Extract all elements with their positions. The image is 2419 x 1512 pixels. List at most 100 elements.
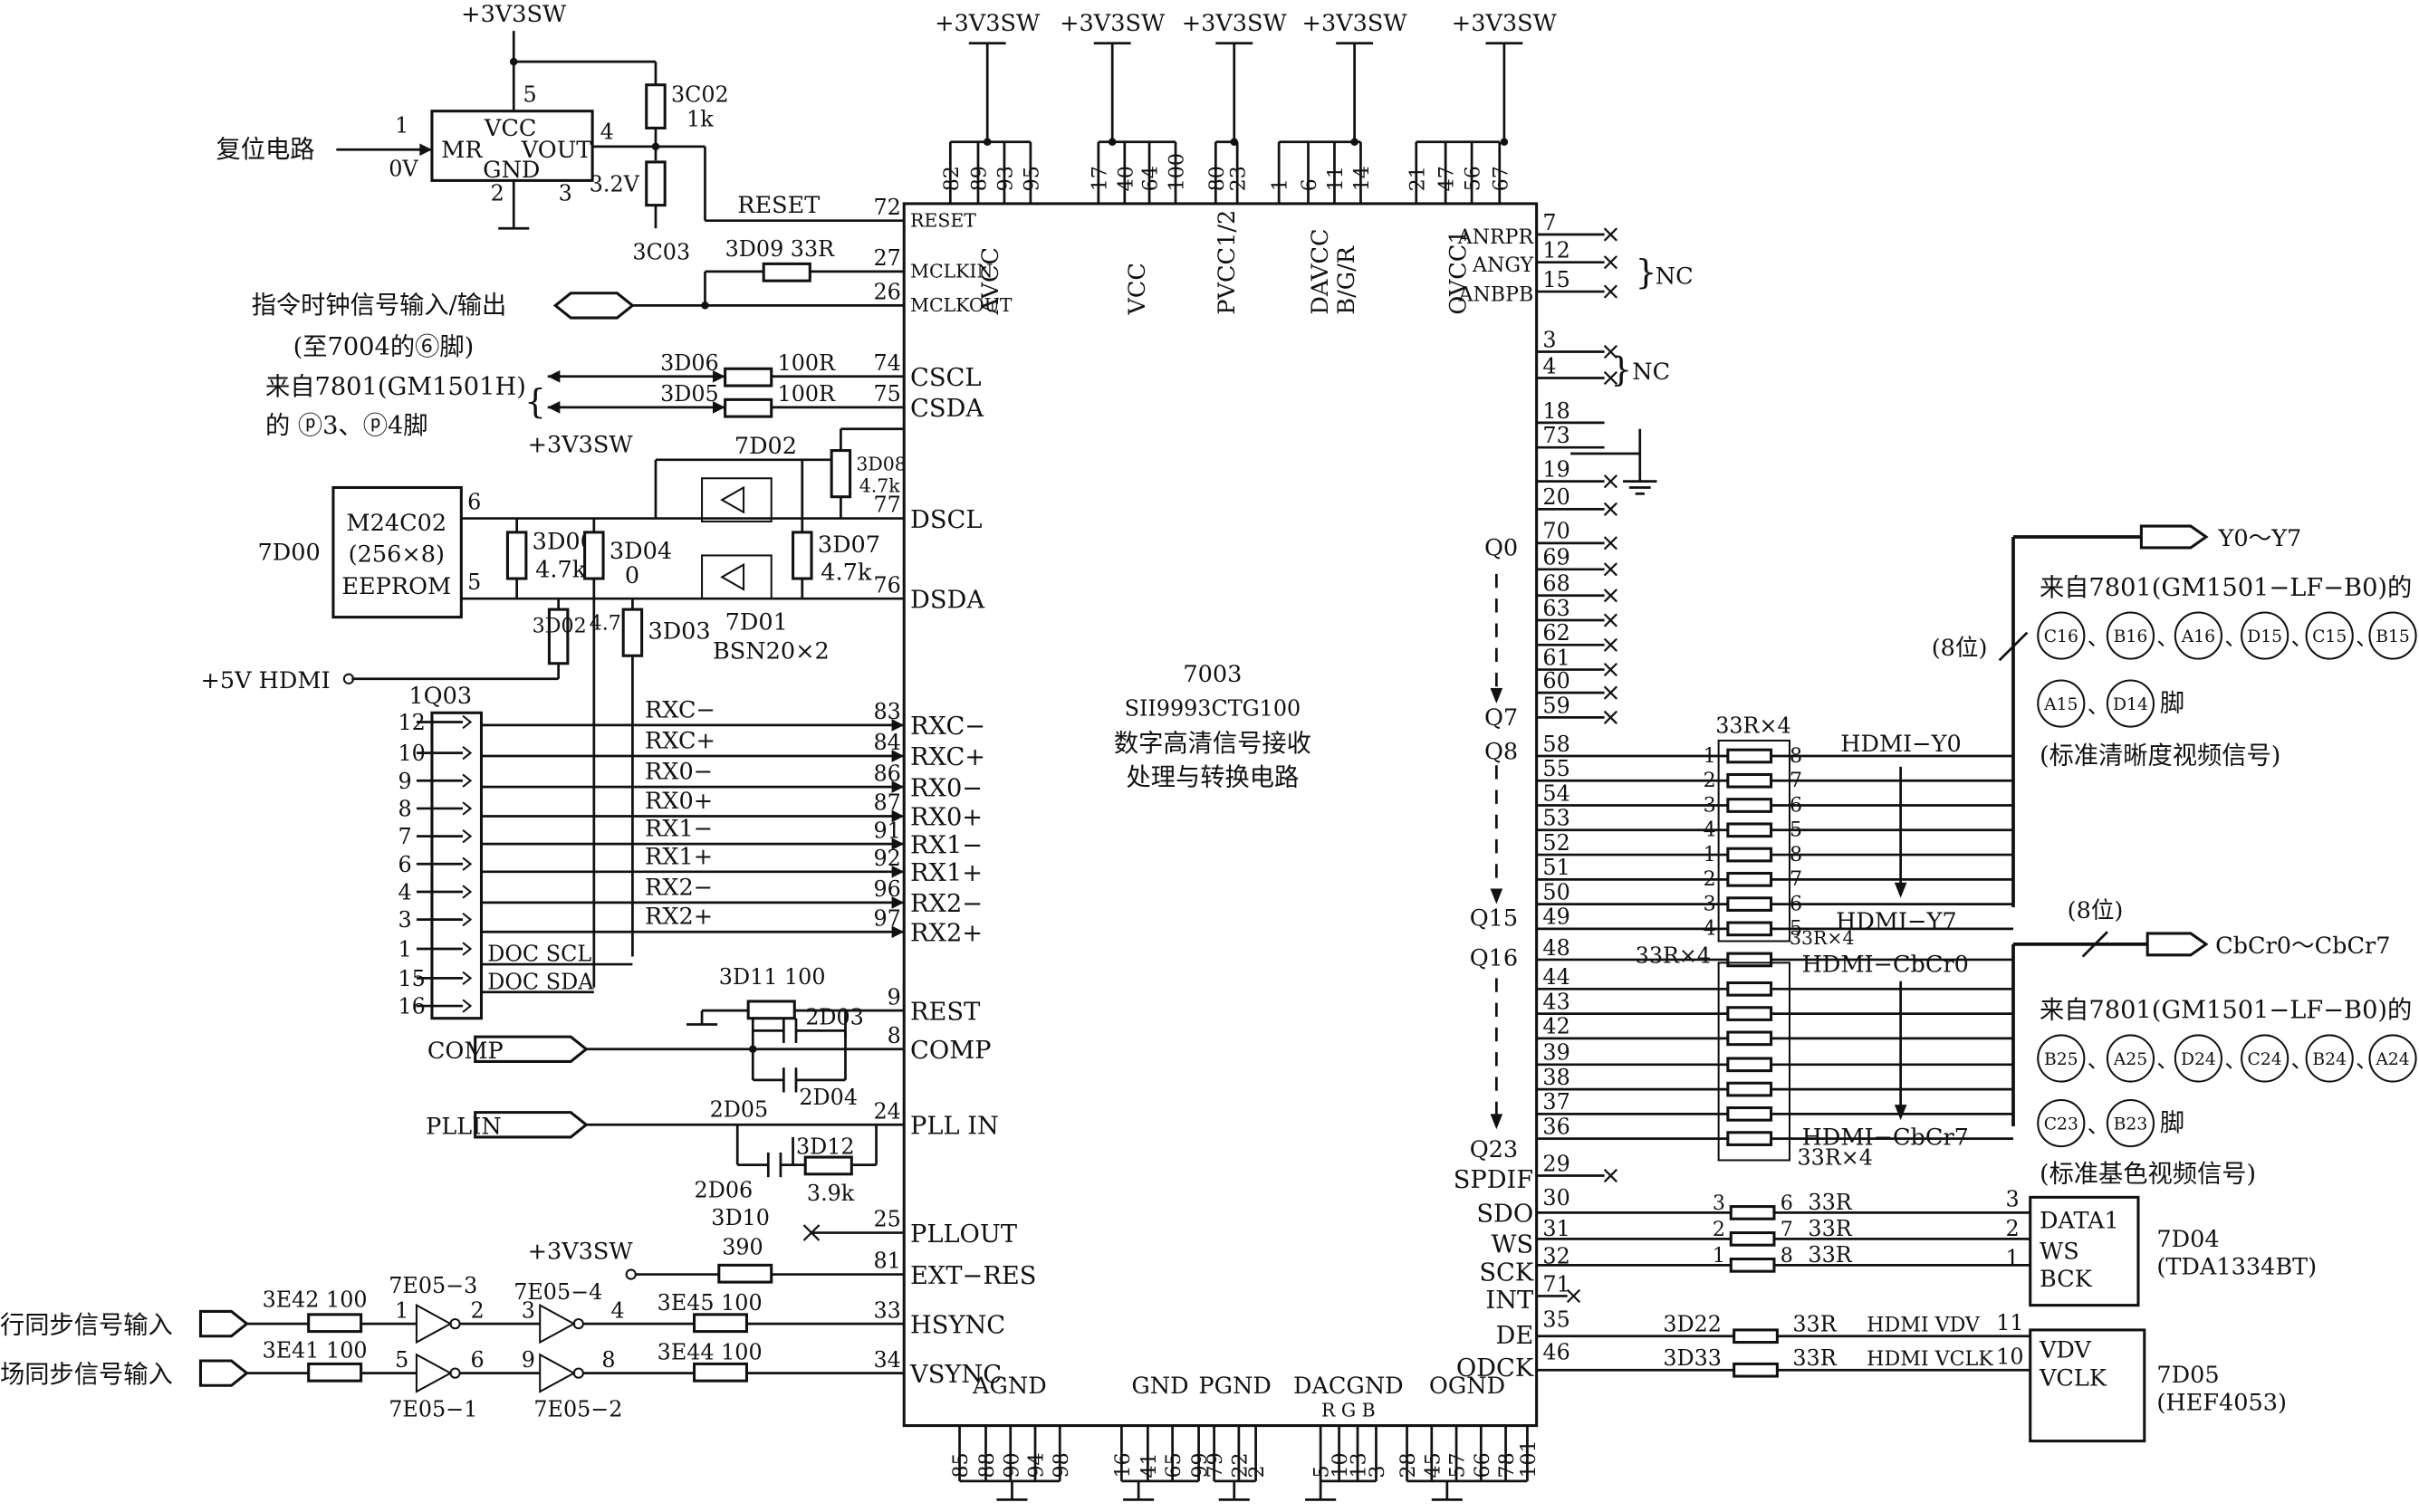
q-label: Q7: [1484, 704, 1518, 732]
audio-pin-r: 8: [1781, 1244, 1793, 1268]
rx-net-label: RX1+: [645, 843, 713, 870]
vdv-res-val: 33R: [1792, 1345, 1837, 1371]
chip-pin-num: 18: [1542, 398, 1569, 424]
sync-circuit: 行同步信号输入 场同步信号输入 3E42 100 3E41 100 1 2 3 …: [0, 1273, 905, 1421]
pin-circle-label: D14: [2113, 695, 2148, 714]
chip-pin-num: 20: [1542, 484, 1569, 510]
sync-r-3e42: [307, 1313, 363, 1334]
connector-pin-num: 8: [398, 796, 411, 821]
bus-y-port: [2139, 524, 2209, 550]
sync-n2: 2: [471, 1297, 485, 1323]
top-pin-num: 6: [1298, 178, 1321, 191]
analog-r11: 3D11 100: [719, 964, 826, 990]
arr-mid-label: 33R×4: [1790, 927, 1855, 949]
chip-pin-num: 81: [873, 1249, 900, 1274]
ddc-r00-val: 4.7k: [535, 556, 587, 583]
chip-pin-name: CSCL: [910, 364, 981, 392]
rx-net-label: RX2+: [645, 904, 713, 931]
arr-pin-l: 4: [1704, 818, 1716, 842]
top-pin-num: 80: [1205, 166, 1229, 191]
arr-pin-l: 3: [1704, 892, 1716, 915]
rx-net-label: RXC+: [645, 727, 715, 754]
ddc-r-3d07: [792, 531, 813, 580]
bottom-group-sub: R G B: [1321, 1399, 1376, 1421]
top-pin-num: 11: [1324, 166, 1348, 191]
pin-circle-label: C16: [2044, 627, 2078, 646]
chip-pin-num: 8: [888, 1023, 901, 1048]
chip-pin-num: 46: [1542, 1339, 1569, 1364]
chip-pin-num: 74: [873, 350, 900, 376]
pllin-label: PLLIN: [426, 1113, 502, 1140]
chip-pin-num: 34: [873, 1347, 900, 1373]
q-pin-num: 55: [1542, 756, 1569, 781]
top-group-name: PVCC1/2: [1214, 210, 1241, 315]
reset-r-3c02-ref: 3C02: [671, 81, 729, 107]
q-pin-num: 48: [1542, 935, 1569, 961]
chip-pin-num: 91: [873, 818, 900, 843]
reset-circuit: VCC MR VOUT GND +3V3SW 5 3C02 1k 4 3.2V …: [216, 1, 905, 264]
bus-c-port: [2145, 932, 2209, 957]
arr-pin-l: 2: [1704, 769, 1716, 792]
ddc-circuit: M24C02 (256×8) EEPROM 7D00 6 5 +3V3SW 3D…: [200, 427, 907, 988]
ddc-r-3d00: [505, 531, 528, 580]
reset-r-3c02-val: 1k: [686, 107, 714, 132]
dac-part: (TDA1334BT): [2156, 1254, 2317, 1281]
q-pin-num: 70: [1542, 519, 1569, 544]
q-label: Q8: [1484, 738, 1518, 765]
arr-pin-l: 4: [1704, 917, 1716, 941]
pin-circle-label: A24: [2375, 1050, 2409, 1069]
sync-r-3e45: [693, 1313, 748, 1334]
eeprom-l2: (256×8): [349, 541, 445, 568]
sync-buf-4: [539, 1353, 576, 1393]
q-pin-num: 62: [1542, 620, 1569, 646]
bottom-group-name: OGND: [1429, 1373, 1505, 1400]
rx-net-label: RX0+: [645, 788, 713, 815]
i2c-brace: {: [524, 382, 546, 422]
comp-label: COMP: [427, 1038, 504, 1065]
chip-pin-name: PLLOUT: [910, 1220, 1017, 1249]
res-element: [1726, 896, 1773, 912]
clock-io-port: [552, 292, 635, 320]
q-pin-num: 54: [1542, 780, 1569, 806]
dac-body: [2029, 1195, 2140, 1307]
vdv-res: [1733, 1362, 1779, 1378]
arr-pin-l: 1: [1704, 744, 1716, 768]
ddc-r08-val: 4.7k: [859, 475, 900, 497]
top-pin-num: 14: [1350, 166, 1374, 191]
ddc-r07-ref: 3D07: [818, 531, 880, 559]
c-jiao: 脚: [2160, 1109, 2184, 1137]
q-pin-num: 39: [1542, 1040, 1569, 1066]
chip-pin-num: 25: [873, 1207, 900, 1232]
chip-pin-name: RX1−: [910, 831, 983, 859]
pllin-port: [474, 1111, 589, 1139]
chip-pin-name: ANRPR: [1457, 225, 1535, 249]
q-pin-num: 68: [1542, 571, 1569, 597]
bottom-pin-num: 88: [975, 1452, 999, 1478]
top-pin-num: 40: [1114, 166, 1138, 191]
vdv-switch: VDV VCLK 11 10 7D05 (HEF4053): [1996, 1310, 2287, 1443]
reset-pin-5: 5: [523, 81, 536, 107]
chip-right-pins: 7ANRPR12ANGY15ANBPB341873192070696863626…: [1454, 210, 2030, 1383]
sync-r45: 3E45 100: [658, 1290, 763, 1316]
chip-pin-num: 84: [873, 730, 900, 755]
reset-ic-vout: VOUT: [521, 137, 592, 164]
chip-pin-name: REST: [910, 998, 980, 1026]
pin-circle: [2305, 1034, 2354, 1083]
chip-pin-num: 71: [1542, 1271, 1569, 1297]
q-pin-num: 58: [1542, 732, 1569, 757]
pin-sep: 、: [2224, 625, 2246, 650]
right-side: } NC } NC 33R×4 33R×4 33R×4 33R×4 HDMI−Y…: [1490, 253, 2417, 1188]
arr-pin-r: 6: [1790, 892, 1802, 915]
ddc-r-3d03: [621, 608, 644, 657]
reset-ic-body: [430, 110, 594, 182]
chip-pin-name: WS: [1492, 1231, 1534, 1259]
top-group-name: VCC: [1124, 263, 1151, 316]
connector-pin-num: 7: [398, 824, 411, 849]
ddc-r08-ref: 3D08: [856, 454, 906, 475]
q-pin-num: 52: [1542, 830, 1569, 856]
chip-pin-name: CSDA: [910, 395, 984, 423]
i2c-from-2: 的 ⓟ3、ⓟ4脚: [265, 412, 428, 440]
bus-c-bits: (8位): [2068, 897, 2124, 924]
top-group-name: AVCC: [977, 247, 1004, 316]
bottom-pin-num: 90: [1000, 1452, 1023, 1478]
